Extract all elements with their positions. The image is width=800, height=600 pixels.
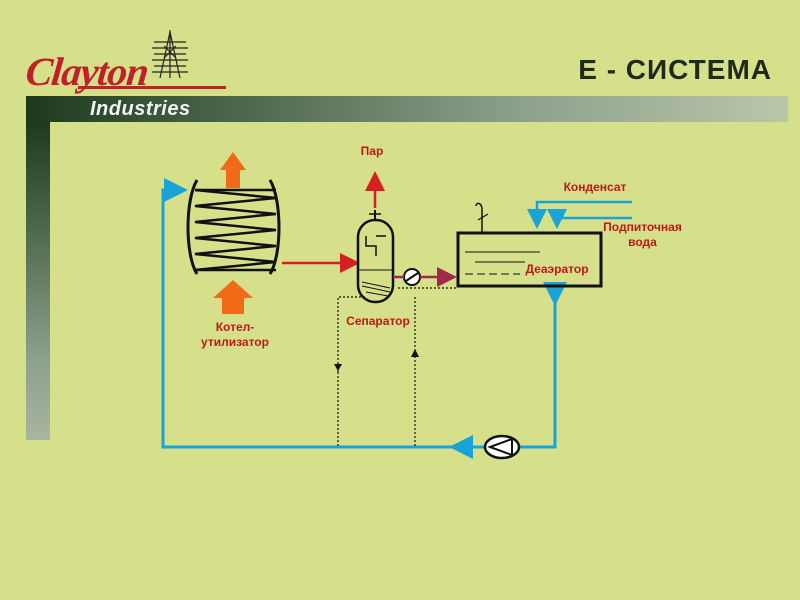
makeup-water-label-line2: вода bbox=[628, 235, 657, 249]
condensate-label: Конденсат bbox=[563, 180, 627, 194]
waste-heat-boiler bbox=[186, 179, 281, 275]
logo-underline bbox=[78, 86, 226, 89]
drain-arrow-up bbox=[411, 349, 419, 357]
boiler-label-line2: утилизатор bbox=[201, 335, 269, 349]
makeup-water-line bbox=[547, 209, 632, 229]
makeup-water-label: Подпиточная вода bbox=[590, 220, 695, 250]
makeup-water-label-line1: Подпиточная bbox=[603, 220, 682, 234]
page-title: Е - СИСТЕМА bbox=[578, 54, 772, 85]
clayton-logo: Clayton bbox=[22, 28, 226, 98]
heat-arrow-bottom bbox=[213, 280, 253, 314]
side-band bbox=[26, 122, 50, 440]
separator-label: Сепаратор bbox=[346, 314, 410, 328]
steam-label: Пар bbox=[360, 144, 384, 158]
circulation-pump-small bbox=[403, 268, 421, 286]
heat-arrow-top bbox=[220, 152, 246, 188]
deaerator-tank bbox=[456, 202, 603, 288]
tower-icon bbox=[152, 30, 188, 79]
separator-drain-lines bbox=[337, 287, 458, 446]
logo-subtext: Industries bbox=[90, 98, 191, 120]
separator-vessel bbox=[356, 210, 395, 304]
header-band bbox=[26, 96, 788, 122]
boiler-label-line1: Котел- bbox=[215, 320, 255, 334]
condensate-line bbox=[527, 200, 632, 229]
water-loop-line bbox=[161, 178, 567, 459]
drain-arrow-down bbox=[334, 364, 342, 371]
feed-pump bbox=[483, 434, 521, 460]
deaerator-label: Деаэратор bbox=[525, 262, 589, 276]
boiler-label: Котел- утилизатор bbox=[180, 320, 290, 350]
